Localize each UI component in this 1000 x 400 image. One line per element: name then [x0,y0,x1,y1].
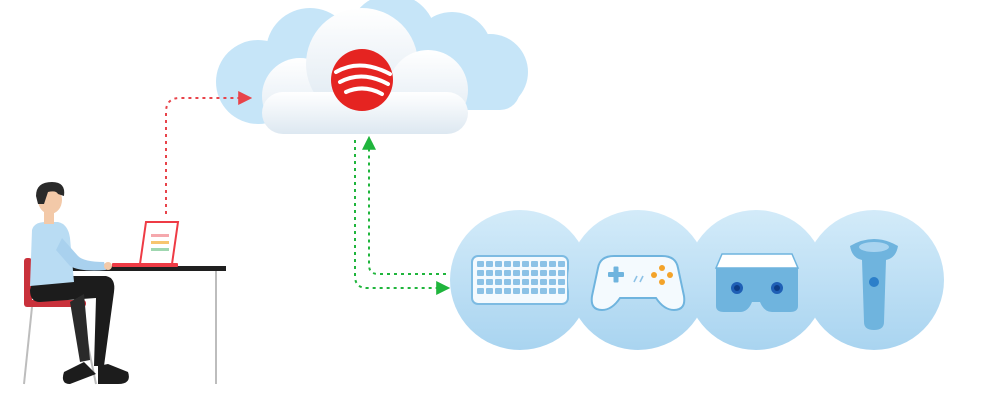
keyboard-key [477,261,484,267]
keyboard-key [522,270,529,276]
keyboard-key [486,279,493,285]
keyboard-key [504,279,511,285]
keyboard-key [522,261,529,267]
keyboard-key [549,279,556,285]
keyboard-key [540,288,547,294]
device-vr-controller [804,210,944,350]
keyboard-key [558,288,565,294]
keyboard-key [513,261,520,267]
keyboard-key [513,279,520,285]
person-head [36,182,65,224]
keyboard-key [486,288,493,294]
gamepad-icon [590,255,686,312]
keyboard-key [477,270,484,276]
keyboard-key [549,288,556,294]
keyboard-key [486,270,493,276]
keyboard-key [522,288,529,294]
keyboard-key [522,279,529,285]
vr-headset-icon [714,253,800,312]
device-gamepad [568,210,708,350]
keyboard-key [531,288,538,294]
keyboard-key [531,279,538,285]
keyboard-key [495,270,502,276]
keyboard-key [495,279,502,285]
cloud-icon [216,0,528,134]
keyboard-key [495,288,502,294]
laptop-icon [112,221,180,267]
keyboard-key [504,270,511,276]
keyboard-key [558,270,565,276]
keyboard-key [558,279,565,285]
streaming-logo-icon [331,49,393,111]
keyboard-key [477,279,484,285]
device-vr-headset [686,210,826,350]
upload-arrow [165,91,253,214]
keyboard-key [540,261,547,267]
keyboard-key [531,270,538,276]
keyboard-key [513,288,520,294]
keyboard-key [513,270,520,276]
person-torso [30,222,112,286]
person-legs [30,276,129,384]
keyboard-key [549,270,556,276]
stream-arrow-up [362,135,446,275]
keyboard-key [495,261,502,267]
person-at-desk [23,182,226,385]
keyboard-key [540,279,547,285]
keyboard-key [540,270,547,276]
desk [66,266,226,384]
stream-arrow-down [354,140,451,295]
keyboard-key [486,261,493,267]
keyboard-key [531,261,538,267]
vr-controller-icon [850,239,898,330]
keyboard-key [558,261,565,267]
keyboard-icon [471,255,569,305]
keyboard-key [504,288,511,294]
keyboard-key [504,261,511,267]
keyboard-key [477,288,484,294]
keyboard-key [549,261,556,267]
